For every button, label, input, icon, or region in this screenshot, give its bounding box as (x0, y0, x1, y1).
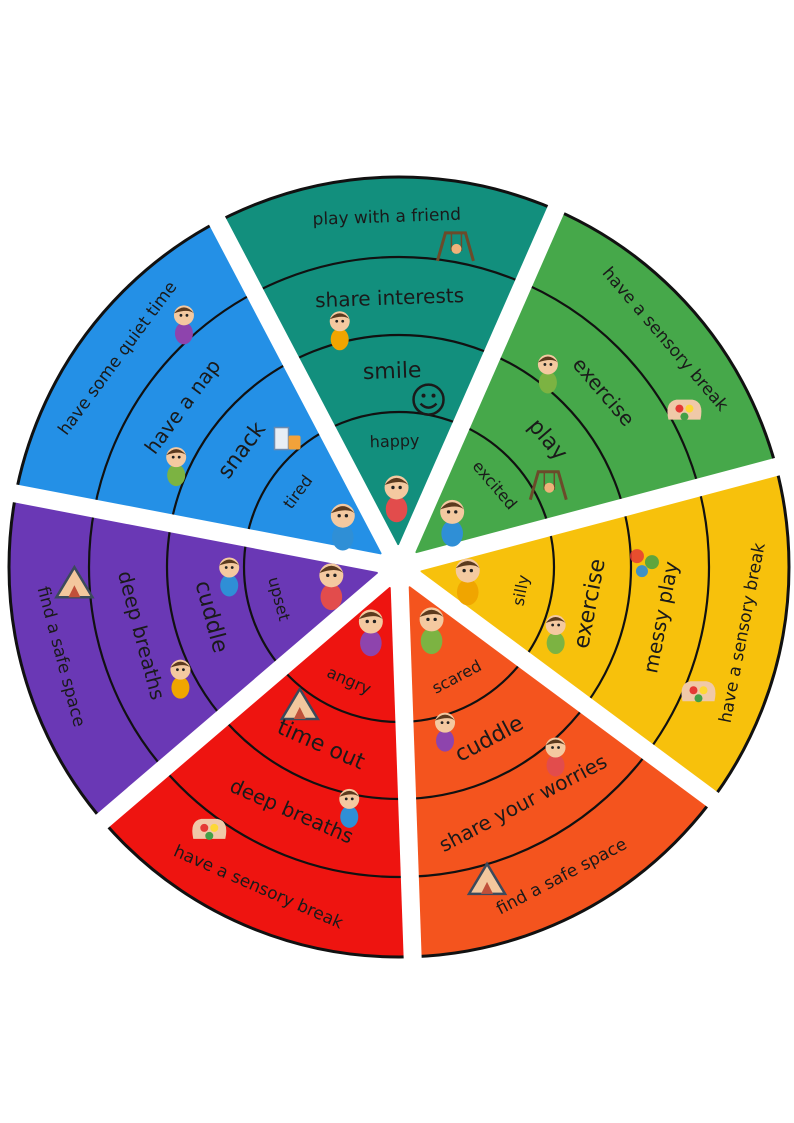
snack-food-icon (273, 426, 301, 451)
tent-icon (279, 686, 320, 721)
child-scared-icon (419, 607, 444, 655)
child-exercising-icon (537, 354, 558, 394)
segment-divider (390, 578, 422, 964)
sensory-fidget-icon (681, 681, 716, 703)
child-breathing-icon (170, 659, 191, 699)
hugging-kids-icon (435, 712, 456, 752)
child-upset-icon (319, 563, 344, 611)
center-hub (377, 545, 421, 589)
illustrations (54, 231, 716, 896)
segment-divider (395, 200, 567, 560)
feeling-label: happy (369, 431, 419, 452)
segment-upset (9, 493, 400, 821)
child-tired-icon (330, 503, 355, 551)
talking-kids-icon (545, 737, 566, 777)
child-angry-icon (358, 609, 383, 657)
segment-divider (403, 566, 723, 811)
child-excited-icon (440, 499, 465, 547)
swing-set-icon (528, 470, 568, 501)
segment-happy (217, 176, 556, 567)
tent-icon (466, 861, 508, 896)
segment-divider (92, 567, 396, 832)
segment-dividers (8, 200, 785, 964)
kids-sharing-icon (329, 311, 350, 351)
hugging-kids-icon (219, 557, 240, 597)
ring-line (87, 255, 711, 879)
sensory-fidget-icon (192, 818, 227, 840)
ring-line (7, 175, 791, 959)
segment-tired (15, 221, 399, 567)
strategy-label: share interests (315, 283, 465, 312)
child-breathing-icon (339, 788, 360, 828)
strategy-label: smile (362, 358, 421, 385)
child-sleeping-icon (166, 447, 187, 487)
child-silly-icon (455, 558, 480, 606)
child-happy-icon (384, 475, 409, 523)
smiley-face-icon (412, 383, 445, 416)
swing-set-icon (435, 231, 475, 262)
segment-wedges (9, 176, 789, 957)
child-reading-icon (173, 305, 194, 345)
child-exercising-icon (545, 615, 566, 655)
segment-angry (102, 567, 413, 957)
sensory-fidget-icon (667, 399, 702, 421)
segment-divider (408, 456, 785, 573)
segment-divider (206, 212, 402, 561)
segment-divider (8, 483, 389, 574)
tent-icon (54, 564, 95, 599)
paint-handprints-icon (629, 549, 659, 578)
